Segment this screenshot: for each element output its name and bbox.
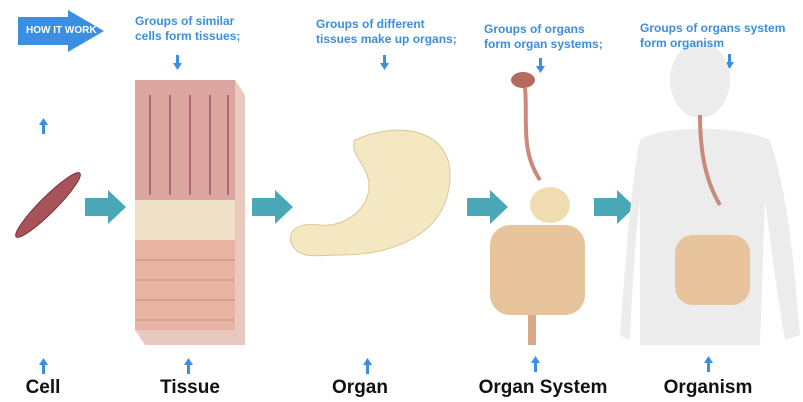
down-arrow-icon <box>725 54 734 69</box>
down-arrow-icon <box>380 55 389 70</box>
label-organ-system: Organ System <box>478 377 608 398</box>
muscle-cell-illustration <box>15 172 81 238</box>
label-cell: Cell <box>25 377 61 398</box>
human-body-illustration <box>620 42 800 345</box>
caption-line: form organism <box>640 36 725 50</box>
step-arrow-icon <box>252 190 293 224</box>
banner-arrow <box>18 10 104 52</box>
label-tissue: Tissue <box>160 377 220 398</box>
caption-organism: Groups of organs system form organism <box>640 21 785 51</box>
up-arrow-icon <box>39 118 48 134</box>
down-arrow-icon <box>173 55 182 70</box>
caption-line: form organ systems; <box>484 37 603 51</box>
up-arrow-icon <box>531 356 540 372</box>
up-arrow-icon <box>363 358 372 374</box>
up-arrow-icon <box>39 358 48 374</box>
up-arrow-icon <box>184 358 193 374</box>
step-arrow-icon <box>594 190 635 224</box>
digestive-system-illustration <box>490 72 585 345</box>
how-it-work-label: HOW IT WORK <box>26 25 97 36</box>
caption-line: tissues make up organs; <box>316 32 457 46</box>
step-arrow-icon <box>467 190 508 224</box>
caption-line: Groups of different <box>316 17 425 31</box>
step-arrows <box>85 190 635 224</box>
label-organism: Organism <box>663 377 753 398</box>
up-arrow-icon <box>704 356 713 372</box>
step-arrow-icon <box>85 190 126 224</box>
caption-line: Groups of similar <box>135 14 235 28</box>
down-arrow-icon <box>536 58 545 73</box>
caption-tissue: Groups of similar cells form tissues; <box>135 14 240 44</box>
tissue-illustration <box>135 80 245 345</box>
caption-line: Groups of organs system <box>640 21 786 35</box>
caption-organ: Groups of different tissues make up orga… <box>316 17 457 47</box>
caption-line: Groups of organs <box>484 22 585 36</box>
caption-line: cells form tissues; <box>135 29 241 43</box>
small-arrows <box>39 54 734 374</box>
label-organ: Organ <box>332 377 388 398</box>
stomach-illustration <box>289 129 451 257</box>
caption-organ-system: Groups of organs form organ systems; <box>484 22 603 52</box>
